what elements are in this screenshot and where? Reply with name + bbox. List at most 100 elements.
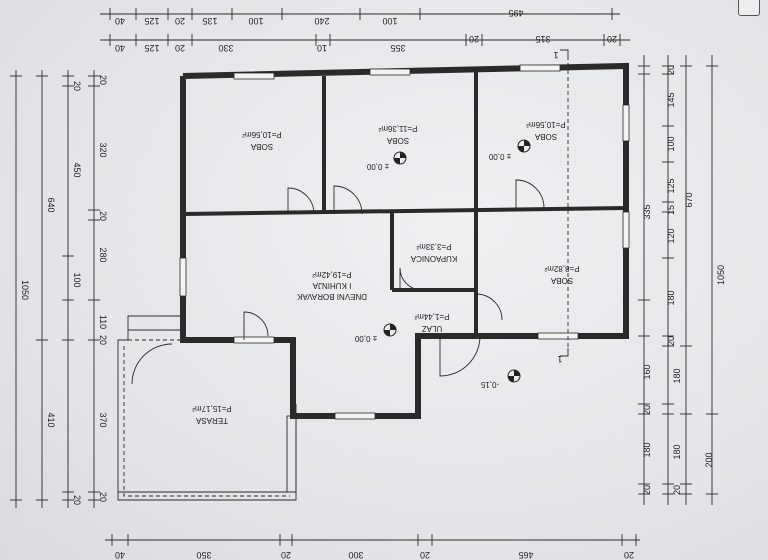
room-soba-1-area: P=10,56m² (242, 130, 282, 139)
dim-top2-2: 20 (175, 43, 185, 53)
dim-top2-7: 315 (535, 34, 550, 44)
room-soba-2-area: P=11,36m² (378, 124, 417, 133)
level-label-3: ± 0,00 (354, 334, 377, 343)
level-label-2: ± 0,00 (488, 152, 511, 161)
right-dimension-col-3: 670 180 180 20 (672, 55, 694, 505)
right-dimension-col-4: 1050 200 (704, 55, 726, 505)
room-bathroom-area: P=3,33m² (416, 242, 451, 251)
left-dimension-col-2: 640 410 (36, 70, 56, 508)
interior-walls (182, 70, 627, 336)
dim-top1-0: 40 (115, 16, 125, 26)
dim-top2-8: 20 (607, 34, 617, 44)
room-soba-1: SOBA P=10,56m² (242, 130, 282, 151)
room-entrance-area: P=1,44m² (414, 312, 449, 321)
dim-top2-6: 20 (469, 34, 479, 44)
section-line: 1 1 (553, 49, 569, 364)
room-soba-1-name: SOBA (250, 142, 273, 151)
dim-right1b-8: 160 (642, 364, 652, 379)
room-bathroom: KUPAONICA P=3,33m² (410, 242, 457, 263)
dim-right1b-9: 20 (642, 405, 652, 415)
dim-top2-5: 355 (390, 43, 405, 53)
dim-right1b-5: 120 (666, 228, 676, 243)
dim-right1b-6: 180 (666, 290, 676, 305)
left-dimension-col-3: 20 450 100 20 (62, 70, 82, 508)
level-label-4: -0,15 (480, 380, 499, 389)
dim-left4-3: 280 (98, 247, 108, 262)
section-mark-bottom: 1 (557, 354, 562, 364)
dim-bottom-4: 20 (420, 550, 430, 560)
room-bathroom-name: KUPAONICA (410, 254, 457, 263)
level-marker-2: ± 0,00 (488, 139, 531, 161)
terrace-outline (117, 315, 297, 501)
dim-right3-1: 180 (672, 368, 682, 383)
room-terrace-name: TERASA (195, 416, 228, 425)
dim-top1-6: 100 (382, 16, 397, 26)
dim-bottom-6: 20 (624, 550, 634, 560)
dim-left3-2: 100 (72, 272, 82, 287)
dim-right3-0: 670 (684, 192, 694, 207)
level-label-1: ± 0,00 (366, 162, 389, 171)
dim-top1-7: 495 (508, 8, 523, 18)
top-dimension-row-1: 40 125 20 135 100 240 100 495 (100, 8, 620, 26)
dim-left4-1: 320 (98, 142, 108, 157)
right-dimension-col-1b: 20 145 100 125 15 120 180 20 160 20 180 … (642, 55, 676, 505)
dim-top2-1: 125 (144, 43, 159, 53)
dim-left3-3: 20 (72, 495, 82, 505)
room-living-kitchen: DNEVNI BORAVAK I KUHINJA P=19,42m² (296, 270, 367, 301)
corner-tab (738, 0, 760, 16)
left-dimension-col-1: 1050 (10, 70, 30, 508)
dim-right3-3: 20 (672, 485, 682, 495)
dim-bottom-3: 300 (348, 550, 363, 560)
dim-top1-3: 135 (202, 16, 217, 26)
room-soba-3-area: P=10,56m² (526, 120, 566, 129)
level-marker-1: ± 0,00 (366, 151, 407, 171)
level-marker-3: ± 0,00 (354, 323, 397, 343)
dim-top2-0: 40 (115, 43, 125, 53)
room-soba-4-name: SOBA (550, 276, 573, 285)
dim-left4-5: 20 (98, 335, 108, 345)
windows (179, 64, 630, 420)
dim-left2-0: 640 (46, 197, 56, 212)
dim-left2-1: 410 (46, 412, 56, 427)
dim-bottom-1: 350 (196, 550, 211, 560)
room-soba-4-area: P=8,82m² (544, 264, 579, 273)
dim-right1b-2: 100 (666, 136, 676, 151)
dim-right1b-0: 20 (666, 65, 676, 75)
room-soba-4: SOBA P=8,82m² (544, 264, 579, 285)
top-dimension-row-2: 40 125 20 330 10 355 20 315 20 (100, 34, 630, 53)
dim-left3-1: 450 (72, 162, 82, 177)
dim-top1-4: 100 (248, 16, 263, 26)
dim-left3-0: 20 (72, 81, 82, 91)
room-soba-2-name: SOBA (386, 136, 409, 145)
dim-left1-0: 1050 (20, 280, 30, 300)
dim-top1-1: 125 (144, 16, 159, 26)
room-soba-3: SOBA P=10,56m² (526, 120, 566, 141)
level-marker-4: -0,15 (480, 369, 521, 389)
dim-left4-6: 370 (98, 412, 108, 427)
dim-right1-0: 335 (642, 204, 652, 219)
section-mark-top: 1 (553, 50, 558, 60)
dim-right1b-10: 180 (642, 442, 652, 457)
dim-bottom-2: 20 (281, 550, 291, 560)
dim-bottom-5: 465 (518, 550, 533, 560)
doors (131, 179, 545, 385)
room-soba-3-name: SOBA (534, 132, 557, 141)
dim-right1b-3: 125 (666, 178, 676, 193)
exterior-walls (180, 62, 629, 419)
dim-right3-2: 180 (672, 444, 682, 459)
dim-right1b-4: 15 (666, 205, 676, 215)
dim-left4-7: 20 (98, 492, 108, 502)
dim-right4-0: 1050 (716, 265, 726, 285)
dim-top1-5: 240 (314, 16, 329, 26)
room-living-area: P=19,42m² (312, 270, 352, 279)
room-entrance: ULAZ P=1,44m² (414, 312, 449, 333)
dim-left4-0: 20 (98, 75, 108, 85)
dim-top2-3: 330 (218, 43, 233, 53)
right-dimension-col-1: 335 (638, 55, 652, 505)
bottom-dimension-row: 40 350 20 300 20 465 20 (105, 534, 640, 560)
dim-right4-1: 200 (704, 452, 714, 467)
room-terrace: TERASA P=15,17m² (192, 404, 232, 425)
room-soba-2: SOBA P=11,36m² (378, 124, 417, 145)
left-dimension-col-4: 20 320 20 280 110 20 370 20 (88, 70, 108, 508)
